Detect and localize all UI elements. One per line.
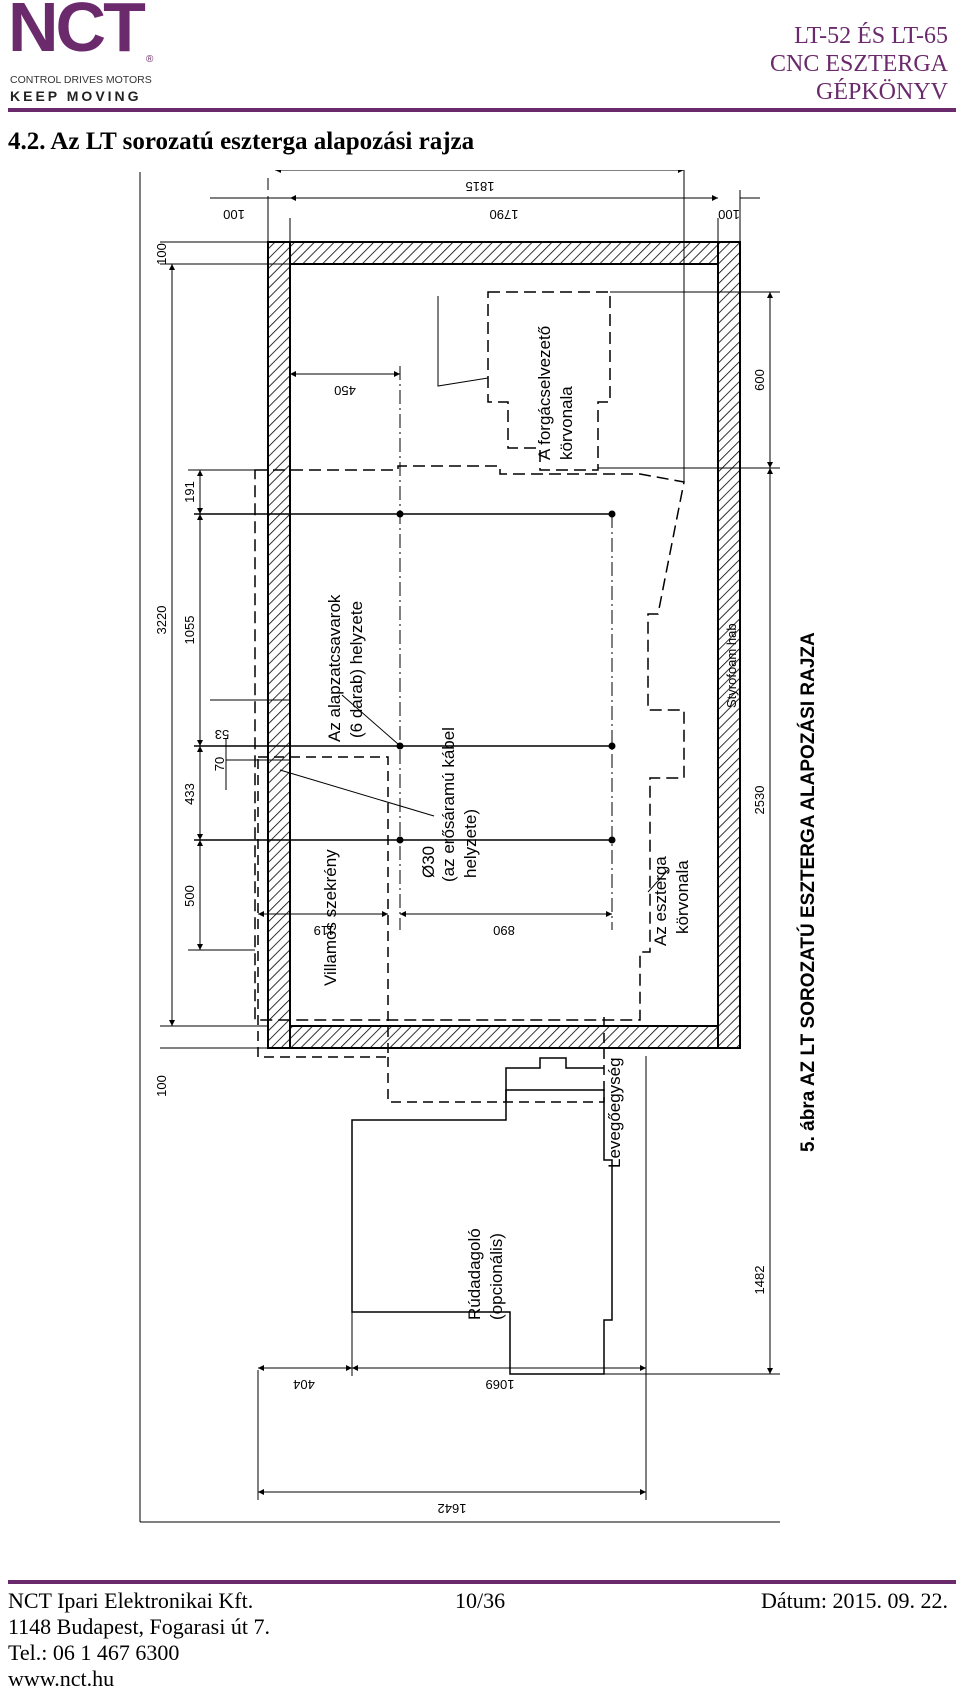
- bolt-leader: [341, 694, 399, 745]
- label-styrofoam: Styrofoam hab: [724, 623, 739, 708]
- dim-100-top-left: 100: [223, 207, 245, 222]
- dim-1790: 1790: [490, 207, 519, 222]
- label-anchor-bolts-2: (6 darab) helyzete: [347, 601, 366, 738]
- cable-leader: [279, 769, 435, 817]
- dim-450: 450: [334, 383, 356, 398]
- lathe-leader: [647, 869, 669, 893]
- footer-date: Dátum: 2015. 09. 22.: [761, 1588, 948, 1613]
- page-header: NCT ® CONTROL DRIVES MOTORS KEEP MOVING …: [0, 0, 960, 112]
- logo-letters: NCT: [8, 0, 146, 66]
- dim-2530: 2530: [752, 786, 767, 815]
- registered-mark: ®: [146, 54, 154, 65]
- dim-404: 404: [293, 1377, 315, 1392]
- foundation-wall: [267, 241, 741, 1049]
- footer-phone: Tel.: 06 1 467 6300: [8, 1640, 180, 1665]
- lathe-outline: [254, 465, 685, 1021]
- page-footer: NCT Ipari Elektronikai Kft. 10/36 Dátum:…: [0, 1588, 960, 1696]
- dim-100-top-right: 100: [718, 207, 740, 222]
- label-chip-conveyor-1: A forgácselvezető: [535, 326, 554, 460]
- foundation-drawing: 1815 1790 100 100 450 600 2530 1482 100 …: [0, 167, 960, 1530]
- chip-conveyor-leader: [437, 296, 489, 387]
- dim-890: 890: [493, 923, 515, 938]
- air-unit-outline: [387, 1012, 605, 1103]
- dim-1815: 1815: [466, 179, 495, 194]
- footer-web-link[interactable]: www.nct.hu: [8, 1666, 115, 1691]
- dim-1642: 1642: [438, 1501, 467, 1516]
- top-dimensions: [210, 167, 760, 482]
- label-anchor-bolts-1: Az alapzatcsavarok: [325, 594, 344, 742]
- dim-100-left-top: 100: [154, 243, 169, 265]
- section-heading: 4.2. Az LT sorozatú eszterga alapozási r…: [8, 128, 475, 155]
- dim-1069: 1069: [486, 1377, 515, 1392]
- dim-1482: 1482: [752, 1266, 767, 1295]
- label-bar-feeder-1: Rúdadagoló: [465, 1228, 484, 1320]
- footer-company: NCT Ipari Elektronikai Kft.: [8, 1588, 254, 1613]
- label-cable-3: helyzete): [461, 809, 480, 878]
- figure-caption: 5. ábra AZ LT SOROZATÚ ESZTERGA ALAPOZÁS…: [797, 632, 819, 1152]
- dimension-labels: 1815 1790 100 100 450 600 2530 1482 100 …: [154, 179, 767, 1516]
- label-electrical-cabinet: Villamos szekrény: [321, 849, 340, 986]
- bar-feeder-outline: [351, 1089, 613, 1375]
- component-labels: A forgácselvezető körvonala Az alapzatcs…: [321, 326, 819, 1320]
- dim-3220: 3220: [154, 606, 169, 635]
- title-line-3: GÉPKÖNYV: [816, 79, 948, 105]
- label-cable-2: (az erősáramú kábel: [439, 727, 458, 882]
- header-rule: [8, 108, 956, 112]
- left-dimensions: [160, 241, 290, 1049]
- right-dimensions: [598, 291, 780, 1375]
- label-bar-feeder-2: (opcionális): [487, 1233, 506, 1320]
- nct-logo: NCT ® CONTROL DRIVES MOTORS KEEP MOVING: [8, 0, 168, 104]
- footer-page-number: 10/36: [455, 1588, 506, 1613]
- label-lathe-2: körvonala: [673, 860, 692, 934]
- bottom-dimensions: [257, 911, 647, 1500]
- label-chip-conveyor-2: körvonala: [557, 386, 576, 460]
- electrical-cabinet-outline: [257, 756, 389, 1058]
- footer-rule: [8, 1580, 956, 1584]
- dim-600: 600: [752, 369, 767, 391]
- title-line-2: CNC ESZTERGA: [769, 51, 948, 77]
- label-air-unit: Levegőegység: [605, 1057, 624, 1168]
- dim-1055: 1055: [182, 616, 197, 645]
- drawing-svg: 1815 1790 100 100 450 600 2530 1482 100 …: [139, 167, 819, 1523]
- dim-191: 191: [182, 481, 197, 503]
- title-line-1: LT-52 ÉS LT-65: [794, 23, 948, 49]
- document-title: LT-52 ÉS LT-65 CNC ESZTERGA GÉPKÖNYV: [770, 22, 948, 106]
- dim-100-left-bottom: 100: [154, 1075, 169, 1097]
- chip-conveyor-outline: [487, 291, 611, 471]
- dim-433: 433: [182, 783, 197, 805]
- label-cable-1: Ø30: [419, 846, 438, 878]
- dim-119: 119: [314, 923, 335, 938]
- footer-address: 1148 Budapest, Fogarasi út 7.: [8, 1614, 270, 1639]
- dim-70: 70: [212, 757, 227, 771]
- air-unit-bump: [505, 1057, 604, 1102]
- label-lathe-1: Az eszterga: [651, 856, 670, 946]
- logo-tagline: CONTROL DRIVES MOTORS: [10, 74, 152, 86]
- logo-slogan: KEEP MOVING: [10, 88, 142, 104]
- anchor-bolts: [396, 510, 616, 844]
- dim-53: 53: [215, 727, 229, 742]
- dim-500: 500: [182, 885, 197, 907]
